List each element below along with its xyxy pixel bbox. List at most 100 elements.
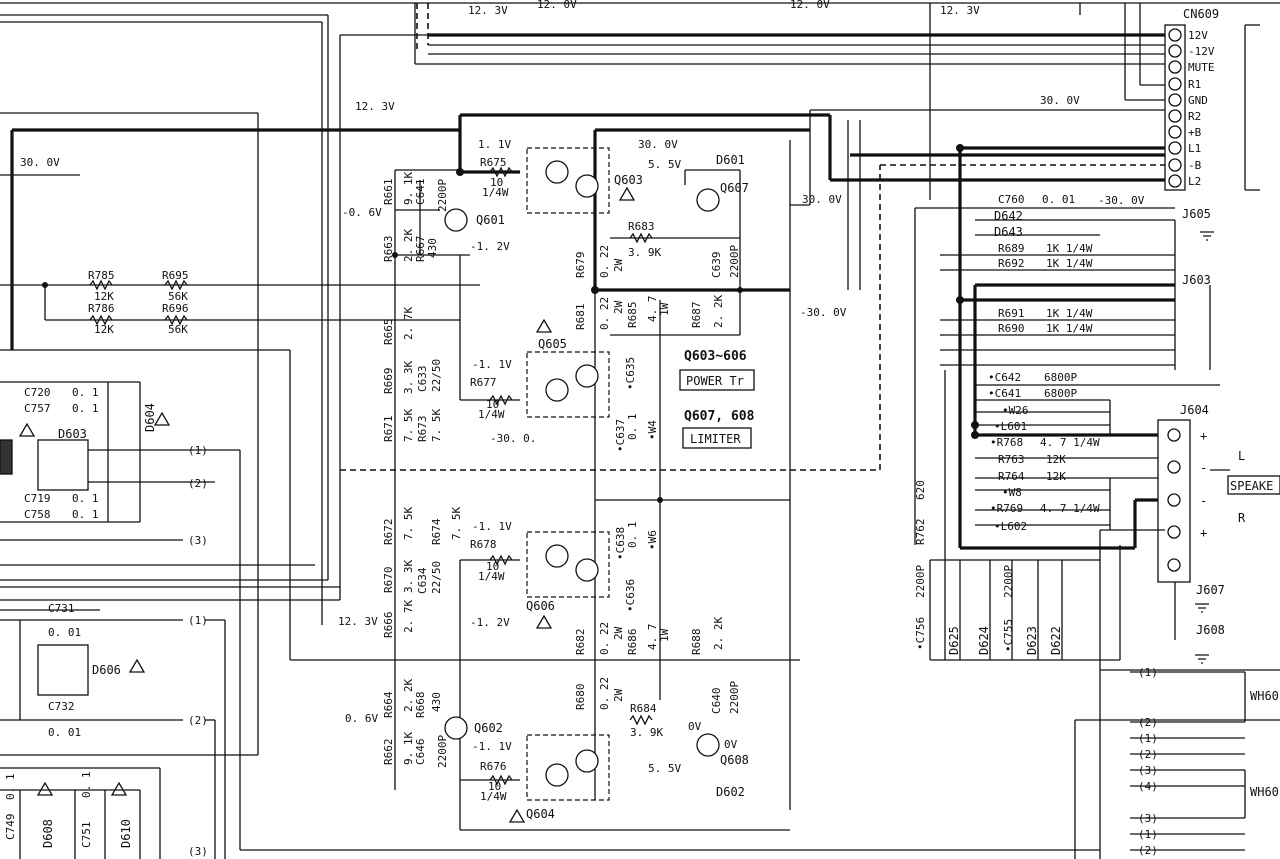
capacitor-label: C731 [48,602,75,615]
resistor-value: 620 [914,480,927,500]
left-rectifiers [0,381,241,859]
resistor-label: R692 [998,257,1025,270]
resistor-label: R664 [382,691,395,718]
node-label: (2) [188,714,208,727]
warning-icon [110,781,128,796]
pin-label: L2 [1188,175,1201,188]
resistor-labels: R675 10 1/4W R661 9. 1K R663 2. 2K R667 … [88,156,1100,803]
voltage-label: 12. 0V [790,0,830,11]
transistor-label: Q603 [614,173,643,187]
resistor-value: 12K [94,323,114,336]
cn609-pin-5 [1168,93,1182,107]
limiter-block-label: LIMITER [690,432,741,446]
warning-icon [618,186,636,201]
right-output-wiring [850,24,1280,859]
pin-label: R2 [1188,110,1201,123]
capacitor-label: C641 [414,179,427,206]
warning-icon [18,422,36,437]
resistor-label: R679 [574,252,587,279]
capacitor-value: 22/50 [430,359,443,392]
resistor-label: R667 [414,236,427,263]
resistor-label: R695 [162,269,189,282]
capacitor-label: •C636 [624,579,637,612]
pin-label: +B [1188,126,1202,139]
resistor-symbols [89,166,653,786]
resistor-label: R671 [382,416,395,443]
node-label: (1) [1138,666,1158,679]
capacitor-label: C719 [24,492,51,505]
capacitor-labels: C641 2200P C639 2200P •C635 •C637 0. 1 C… [4,179,1077,849]
capacitor-value: 0. 1 [626,522,639,549]
capacitor-value: 0. 1 [72,508,99,521]
resistor-value: 1/4W [480,790,507,803]
resistor-label: R661 [382,179,395,206]
resistor-label: R669 [382,368,395,395]
diode-label: D606 [92,663,121,677]
voltage-label: 0V [724,738,738,751]
resistor-value: 3. 9K [630,726,663,739]
connector-label: J604 [1180,403,1209,417]
resistor-label: R785 [88,269,115,282]
resistor-value: 56K [168,323,188,336]
capacitor-value: 0. 1 [626,414,639,441]
transistor-labels: Q601 Q602 Q603 Q604 Q605 Q606 Q607 Q608 [474,173,749,821]
resistor-value: 1/4W [478,408,505,421]
capacitor-label: •C635 [624,357,637,390]
resistor-value: 2W [612,300,625,314]
j604-connector [1167,428,1280,572]
resistor-label: R683 [628,220,655,233]
capacitor-label: C732 [48,700,75,713]
resistor-value: 9. 1K [402,172,415,205]
capacitor-value: 0. 01 [48,726,81,739]
polarity-label: - [1200,494,1207,508]
voltage-label: -30. 0. [490,432,536,445]
diode-label: D610 [119,819,133,848]
harness-label: WH60 [1250,785,1279,799]
voltage-label: -30. 0V [1098,194,1145,207]
jumper-label: •W8 [1002,486,1022,499]
connector-label: J607 [1196,583,1225,597]
speaker-channel-label: L [1238,449,1245,463]
resistor-value: 2W [612,688,625,702]
polarity-label: + [1200,526,1207,540]
resistor-label: R672 [382,519,395,546]
resistor-value: 0. 22 [598,297,611,330]
node-label: (3) [188,534,208,547]
resistor-value: 2. 7K [402,600,415,633]
voltage-label: -1. 2V [470,616,510,629]
resistor-label: R786 [88,302,115,315]
resistor-value: 0. 22 [598,677,611,710]
connector-label: J608 [1196,623,1225,637]
cn609-pin-7 [1168,125,1182,139]
voltage-label: 12. 0V [537,0,577,11]
voltage-label: 5. 5V [648,158,681,171]
voltage-label: 30. 0V [1040,94,1080,107]
resistor-label: R670 [382,567,395,594]
jumper-label: •W4 [646,420,659,440]
cn609-connector [1164,24,1186,191]
resistor-value: 9. 1K [402,732,415,765]
capacitor-value: 2200P [436,179,449,212]
capacitor-label: •C756 [914,617,927,650]
voltage-label: -30. 0V [800,306,847,319]
transistor-label: Q605 [538,337,567,351]
capacitor-value: 22/50 [430,561,443,594]
resistor-value: 3. 3K [402,361,415,394]
node-label: (4) [1138,780,1158,793]
limiter-block-title: Q607, 608 [684,409,755,424]
resistor-value: 10 [486,398,499,411]
resistor-label: R689 [998,242,1025,255]
voltage-labels: 12. 3V 12. 0V 12. 0V 12. 3V 12. 3V 30. 0… [20,0,1145,775]
resistor-value: 2. 2K [712,617,725,650]
connector-label: J605 [1182,207,1211,221]
warning-icon [36,781,54,796]
diode-label: D608 [41,819,55,848]
node-label: (3) [188,845,208,858]
resistor-label: R673 [416,416,429,443]
resistor-value: 4. 7 [646,296,659,323]
transistor-symbols [444,160,720,787]
resistor-value: 0. 22 [598,622,611,655]
capacitor-label: C760 [998,193,1025,206]
resistor-value: 2. 7K [402,307,415,340]
resistor-label: R663 [382,236,395,263]
